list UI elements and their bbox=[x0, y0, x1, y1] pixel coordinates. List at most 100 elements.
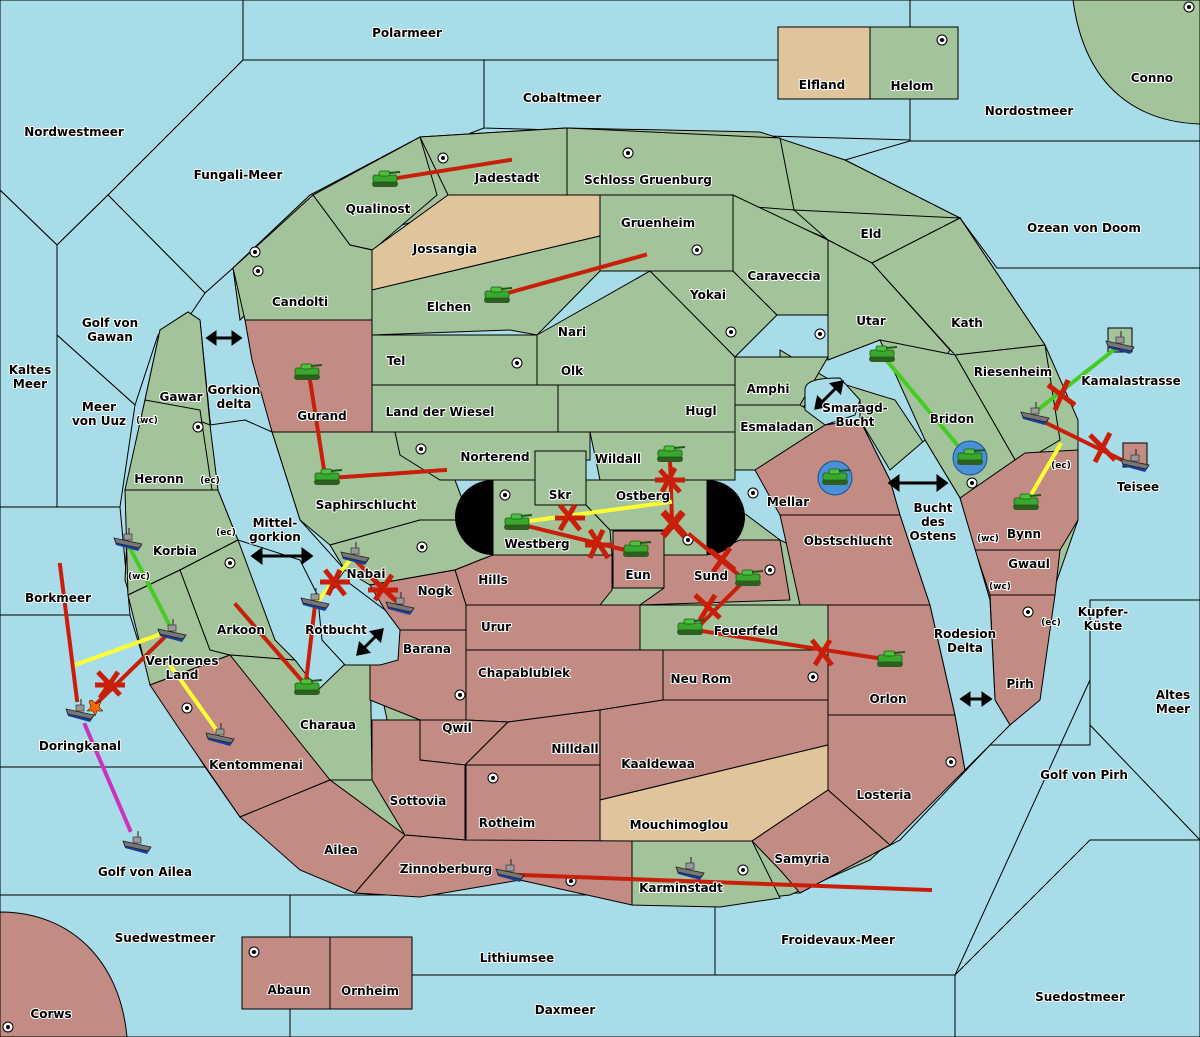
double-arrow-icon bbox=[887, 474, 949, 492]
territory-eun[interactable] bbox=[612, 530, 665, 589]
army-tank-icon[interactable] bbox=[677, 618, 706, 635]
territory-karminstadt[interactable] bbox=[631, 840, 781, 908]
army-tank-icon[interactable] bbox=[372, 170, 401, 187]
sea-kaltes-meer[interactable] bbox=[0, 189, 58, 508]
territory-conno[interactable] bbox=[1072, 0, 1200, 125]
army-tank-icon[interactable] bbox=[623, 540, 652, 557]
territory-ornheim[interactable] bbox=[329, 936, 413, 1010]
army-tank-icon[interactable] bbox=[817, 460, 853, 496]
army-tank-icon[interactable] bbox=[735, 569, 764, 586]
supply-center-icon bbox=[737, 864, 749, 876]
fleet-ship-icon[interactable] bbox=[65, 699, 95, 722]
sea-label: Polarmeer bbox=[372, 26, 442, 40]
move-arrow bbox=[517, 872, 933, 893]
territory-label: Westberg bbox=[504, 537, 569, 551]
territory-label: Hugl bbox=[685, 404, 716, 418]
army-tank-icon[interactable] bbox=[294, 363, 323, 380]
sea-bucht-des-ostens[interactable] bbox=[859, 419, 1011, 772]
supply-center-icon bbox=[415, 443, 427, 455]
territory-label: Mouchimoglou bbox=[630, 818, 729, 832]
territory-label: Schloss Gruenburg bbox=[584, 173, 712, 187]
supply-center-icon bbox=[454, 689, 466, 701]
canal-links bbox=[205, 330, 993, 707]
fleet-ship-icon[interactable] bbox=[205, 723, 235, 746]
coast-label: (wc) bbox=[977, 534, 999, 544]
fleet-ship-icon[interactable] bbox=[340, 542, 370, 565]
territory-samyria[interactable] bbox=[751, 789, 891, 894]
sea-label: Froidevaux-Meer bbox=[781, 933, 895, 947]
fleet-ship-icon[interactable] bbox=[385, 592, 415, 615]
fleet-ship-icon[interactable] bbox=[1020, 402, 1050, 425]
move-arrow bbox=[92, 627, 175, 708]
retreat-arrow bbox=[82, 722, 133, 833]
territory-label: Utar bbox=[856, 314, 886, 328]
sea-label: Doringkanal bbox=[39, 739, 121, 753]
sea-altes-meer[interactable] bbox=[1089, 599, 1200, 841]
army-tank-icon[interactable] bbox=[504, 513, 533, 530]
territory-label: Heronn bbox=[134, 472, 183, 486]
territory-sottovia[interactable] bbox=[371, 719, 466, 841]
territory-label: Candolti bbox=[272, 295, 328, 309]
army-tank-icon[interactable] bbox=[952, 440, 988, 476]
territory-label: Nilldall bbox=[551, 742, 598, 756]
army-tank-icon[interactable] bbox=[657, 445, 686, 462]
army-tank-icon[interactable] bbox=[869, 345, 898, 362]
fleet-ship-icon[interactable] bbox=[113, 528, 143, 551]
territory-gruenheim[interactable] bbox=[599, 194, 734, 272]
fleet-ship-icon[interactable] bbox=[675, 857, 705, 880]
fleet-ship-icon[interactable] bbox=[1120, 449, 1150, 472]
sea-label: Lithiumsee bbox=[480, 951, 555, 965]
fleet-ship-icon[interactable] bbox=[495, 859, 525, 882]
territory-label: Rotheim bbox=[479, 816, 536, 830]
army-tank-icon[interactable] bbox=[877, 650, 906, 667]
sea-label: Kupfer-Küste bbox=[1078, 605, 1128, 633]
sea-smaragd-bucht[interactable] bbox=[804, 377, 861, 426]
territory-label: Kaaldewaa bbox=[621, 757, 695, 771]
supply-center-icon bbox=[437, 152, 449, 164]
supply-center-icon bbox=[725, 326, 737, 338]
army-tank-icon[interactable] bbox=[294, 678, 323, 695]
fleet-ship-icon[interactable] bbox=[300, 588, 330, 611]
territory-label: Tel bbox=[387, 354, 406, 368]
sea-label: Nordwestmeer bbox=[24, 125, 124, 139]
supply-center-icon bbox=[945, 756, 957, 768]
sea-suedostmeer[interactable] bbox=[954, 839, 1200, 1037]
sea-label: Smaragd-Bucht bbox=[822, 401, 887, 429]
fleet-ship-icon[interactable] bbox=[1105, 331, 1135, 354]
territory-label: Ornheim bbox=[341, 984, 399, 998]
fleet-ship-icon[interactable] bbox=[157, 619, 187, 642]
territory-rotheim[interactable] bbox=[465, 764, 601, 842]
territory-label: Bynn bbox=[1007, 527, 1041, 541]
army-tank-icon[interactable] bbox=[484, 286, 513, 303]
sea-label: Kamalastrasse bbox=[1081, 374, 1181, 388]
labels: PolarmeerCobaltmeerNordwestmeerFungali-M… bbox=[8, 25, 1191, 1022]
territory-zinnoberburg[interactable] bbox=[353, 834, 633, 906]
supply-center-icon bbox=[511, 357, 523, 369]
territory-label: Jossangia bbox=[412, 242, 477, 256]
army-tank-icon[interactable] bbox=[1013, 493, 1042, 510]
supply-center-icon bbox=[181, 702, 193, 714]
territory-gawar[interactable] bbox=[144, 311, 211, 426]
territory-corws[interactable] bbox=[0, 911, 128, 1037]
coast-label: (ec) bbox=[216, 528, 236, 538]
sea-label: Fungali-Meer bbox=[194, 168, 283, 182]
sea-label: Cobaltmeer bbox=[523, 91, 601, 105]
territory-label: Zinnoberburg bbox=[400, 862, 492, 876]
sea-rotbucht[interactable] bbox=[317, 579, 401, 666]
territory-skr[interactable] bbox=[534, 450, 587, 506]
army-tank-icon[interactable] bbox=[314, 468, 343, 485]
territory-label: Gruenheim bbox=[621, 216, 695, 230]
territory-caraveccia[interactable] bbox=[732, 194, 829, 316]
territory-label: Obstschlucht bbox=[804, 534, 893, 548]
sea-label: Golf von Ailea bbox=[98, 865, 192, 879]
fleet-ship-icon[interactable] bbox=[122, 831, 152, 854]
coast-label: (wc) bbox=[989, 582, 1011, 592]
supply-center-icon bbox=[691, 244, 703, 256]
supply-center-icon bbox=[192, 421, 204, 433]
coast-label: (wc) bbox=[136, 416, 158, 426]
sea-label: Golf von Pirh bbox=[1040, 768, 1128, 782]
